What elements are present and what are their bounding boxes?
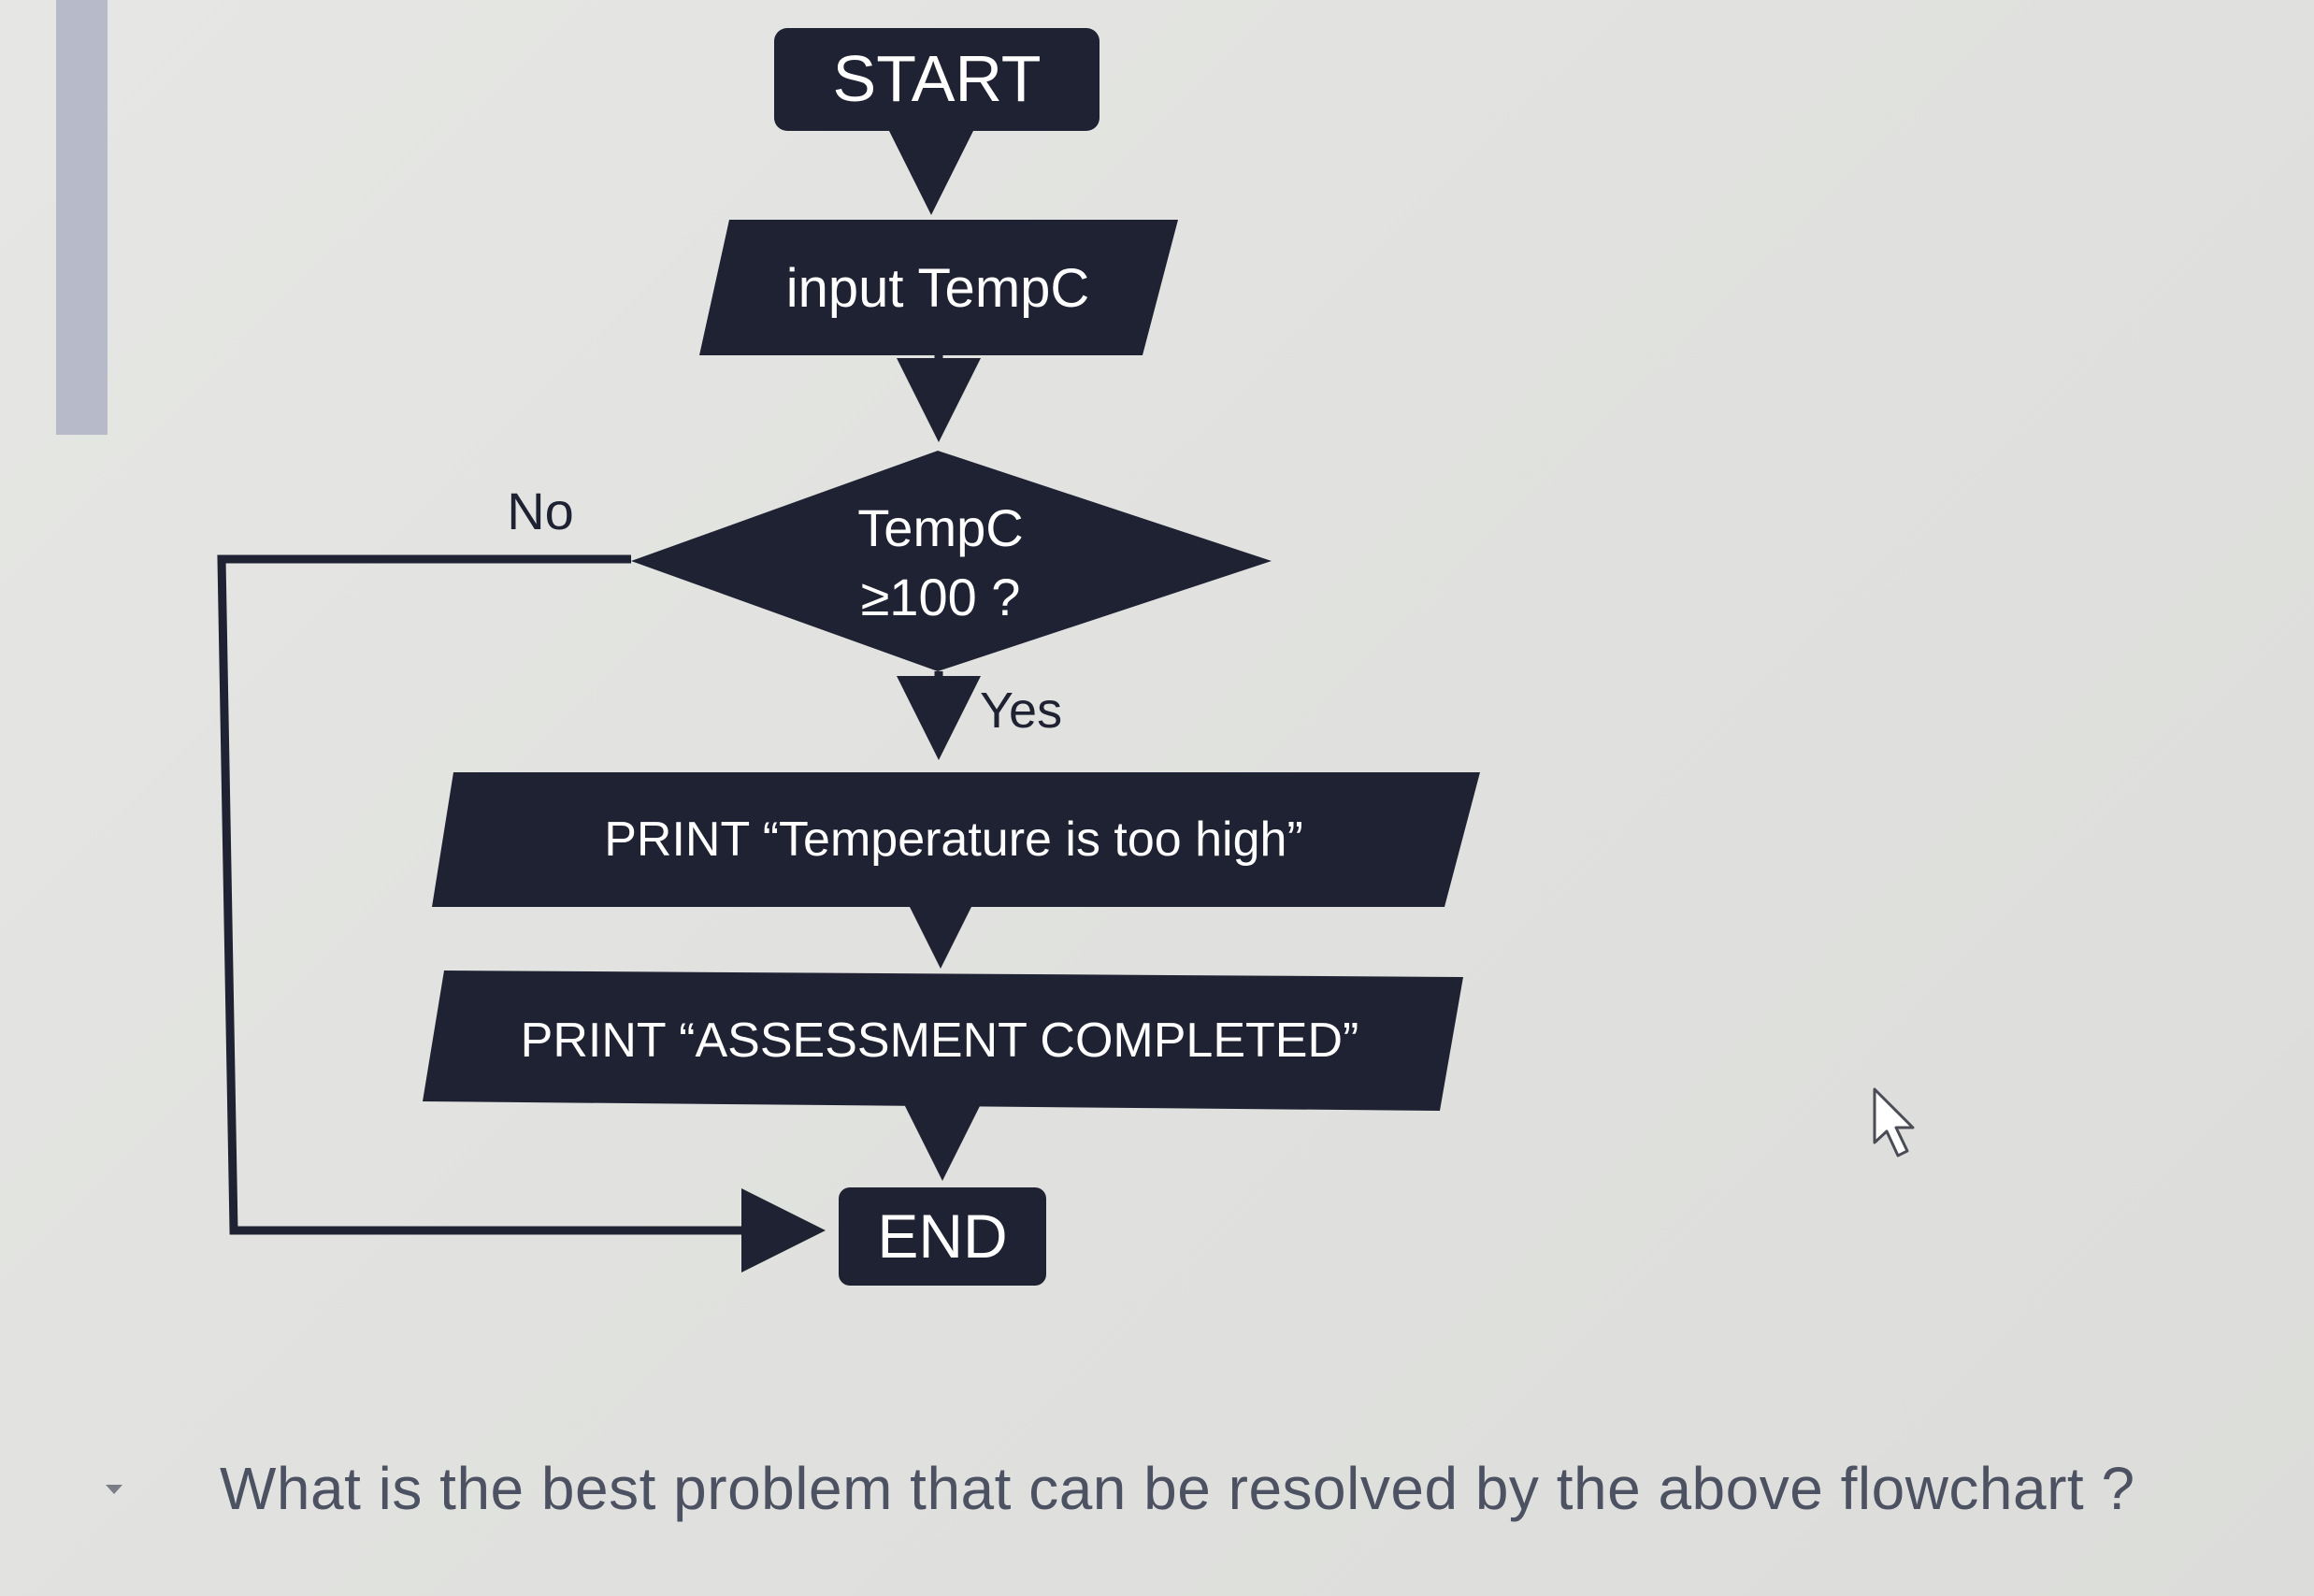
question-collapse-icon[interactable] [106, 1485, 122, 1494]
print-assessment-parallelogram [423, 971, 1463, 1111]
start-terminator [774, 28, 1100, 131]
yes-label: Yes [980, 683, 1062, 739]
start-label: START [833, 42, 1042, 115]
input-parallelogram [699, 220, 1178, 355]
question-text: What is the best problem that can be res… [220, 1455, 2135, 1522]
no-branch-line [217, 554, 826, 1272]
no-label: No [507, 482, 574, 540]
print-temperature-label: PRINT “Temperature is too high” [604, 812, 1303, 867]
decision-diamond [631, 451, 1272, 671]
decision-label-line2: ≥100 ? [861, 568, 1021, 626]
end-terminator [839, 1187, 1046, 1286]
decision-label-line1: TempC [857, 498, 1023, 557]
side-scroll-bar[interactable] [56, 0, 108, 435]
input-label: input TempC [786, 258, 1090, 319]
end-label: END [877, 1201, 1007, 1271]
print-temperature-parallelogram [432, 772, 1480, 907]
mouse-pointer-icon [1873, 1087, 1915, 1157]
print-assessment-label: PRINT “ASSESSMENT COMPLETED” [521, 1014, 1359, 1068]
